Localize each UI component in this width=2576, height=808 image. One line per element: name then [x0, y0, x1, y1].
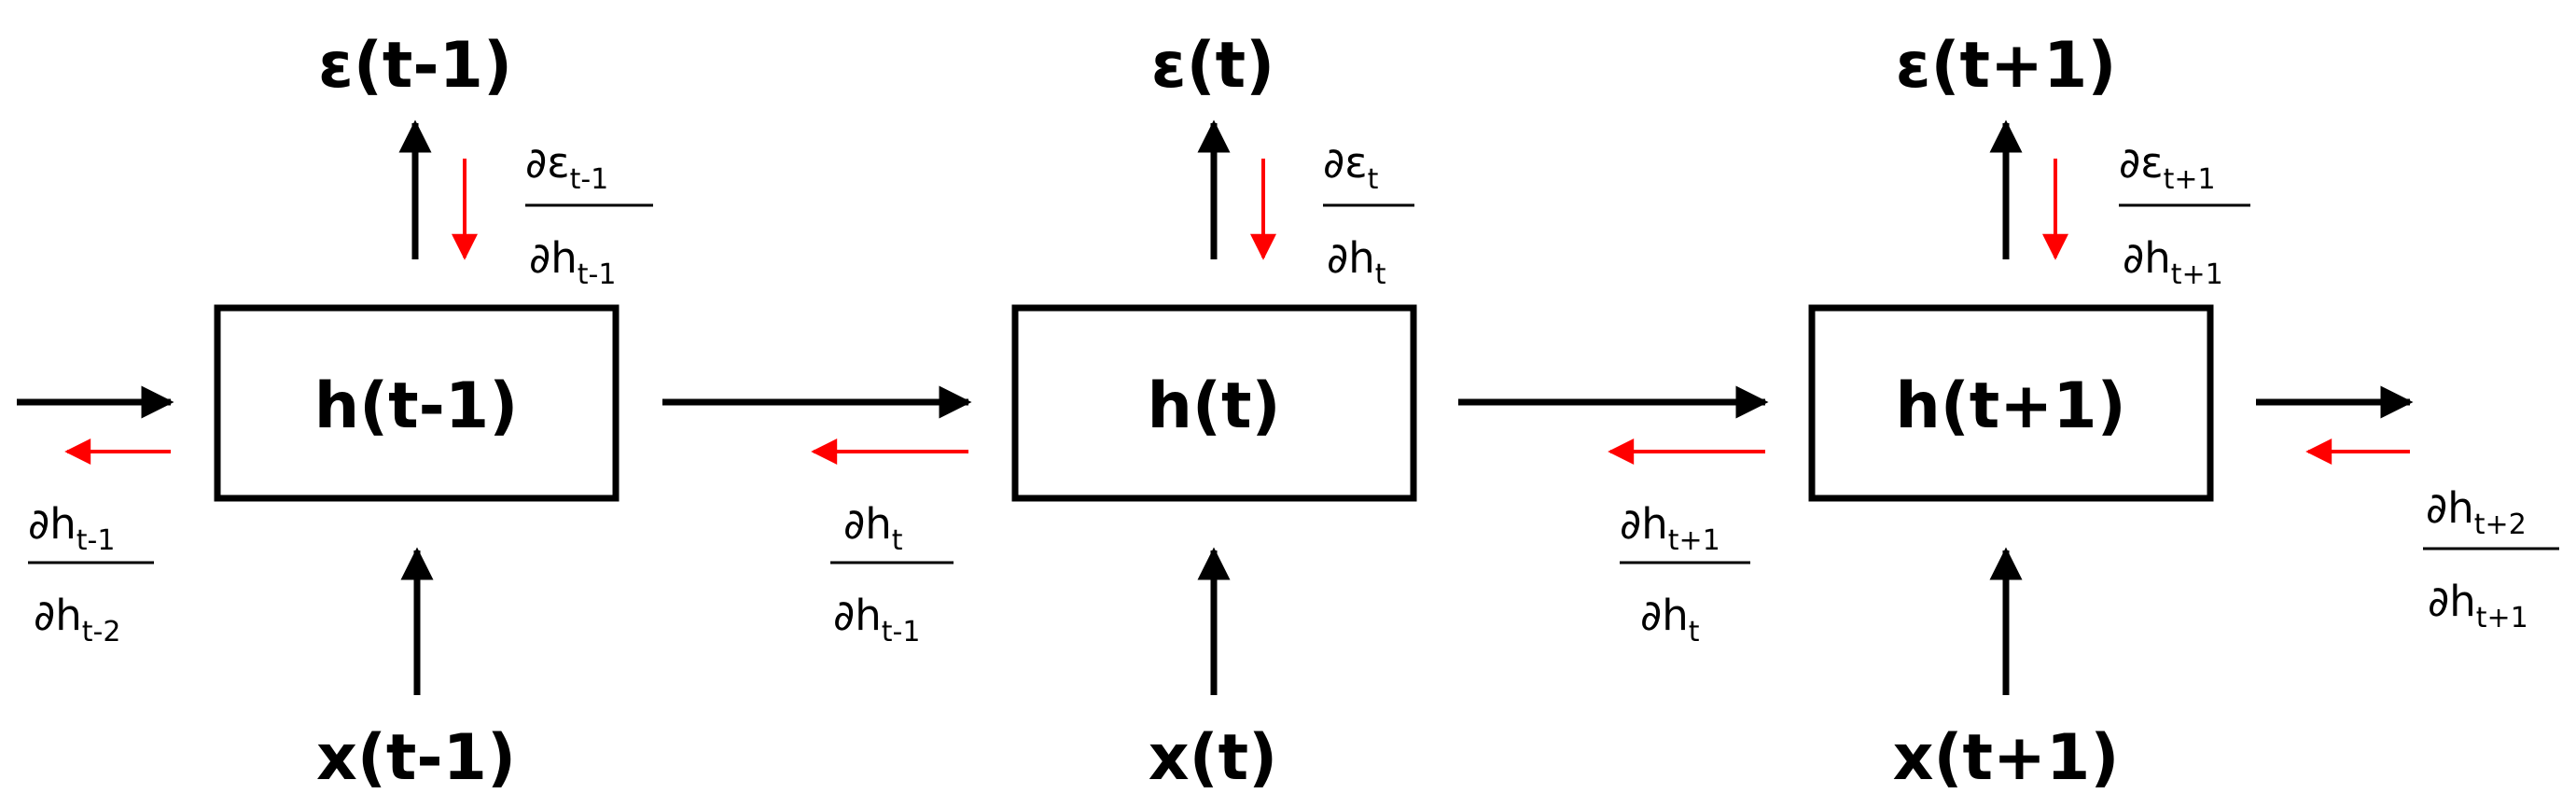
input-label-t-minus-1: x(t-1) — [316, 721, 516, 795]
hidden-state-box-t-plus-1 — [1808, 304, 2214, 502]
error-grad-num-sub: t-1 — [570, 163, 609, 196]
svg-text:∂ht-1: ∂ht-1 — [28, 499, 115, 557]
error-gradient-fraction-t: ∂εt ∂ht — [1323, 138, 1414, 291]
chain-grad-num: ∂h — [2426, 483, 2474, 533]
chain-grad-num: ∂h — [28, 499, 77, 549]
hidden-state-label-t-minus-1: h(t-1) — [314, 369, 519, 443]
svg-text:∂ht-1: ∂ht-1 — [833, 591, 920, 648]
timestep-t: ε(t) ∂εt ∂ht h(t) x(t) — [1011, 29, 1417, 795]
error-grad-den: ∂h — [529, 233, 578, 283]
chain-grad-den: ∂h — [833, 591, 882, 640]
svg-text:∂ht-1: ∂ht-1 — [529, 233, 616, 291]
svg-text:∂ht: ∂ht — [1640, 591, 1700, 648]
chain-grad-den-sub: t+1 — [2476, 602, 2528, 634]
chain-grad-num-sub: t-1 — [77, 524, 116, 557]
hidden-state-label-t: h(t) — [1147, 369, 1280, 443]
svg-text:∂ht-2: ∂ht-2 — [34, 591, 120, 648]
error-grad-num: ∂ε — [2119, 138, 2164, 188]
hidden-state-box-t — [1011, 304, 1417, 502]
chain-grad-num: ∂h — [1620, 499, 1668, 549]
svg-text:∂ht+1: ∂ht+1 — [2123, 233, 2223, 291]
error-gradient-fraction-t-plus-1: ∂εt+1 ∂ht+1 — [2119, 138, 2250, 291]
error-grad-num-sub: t — [1368, 163, 1379, 196]
error-grad-den-sub: t-1 — [578, 258, 617, 291]
error-grad-num: ∂ε — [525, 138, 570, 188]
error-label-t-minus-1: ε(t-1) — [318, 29, 512, 103]
hidden-state-label-t-plus-1: h(t+1) — [1895, 369, 2125, 443]
chain-grad-den: ∂h — [2428, 577, 2476, 626]
chain-grad-den-sub: t — [1689, 616, 1700, 648]
error-label-t-plus-1: ε(t+1) — [1896, 29, 2117, 103]
chain-grad-num-sub: t+1 — [1668, 524, 1720, 557]
hidden-state-box-t-minus-1 — [214, 304, 620, 502]
chain-grad-den: ∂h — [34, 591, 82, 640]
error-grad-num-sub: t+1 — [2164, 163, 2216, 196]
chain-grad-num-sub: t+2 — [2474, 508, 2527, 541]
error-grad-den: ∂h — [2123, 233, 2171, 283]
chain-grad-den: ∂h — [1640, 591, 1689, 640]
svg-text:∂ht+1: ∂ht+1 — [2428, 577, 2528, 634]
svg-text:∂ht+2: ∂ht+2 — [2426, 483, 2527, 541]
timestep-t-minus-1: ε(t-1) ∂εt-1 ∂ht-1 h(t-1) x(t-1) — [214, 29, 653, 795]
svg-text:∂εt: ∂εt — [1323, 138, 1379, 196]
chain-grad-den-sub: t-1 — [882, 616, 921, 648]
error-grad-den-sub: t — [1375, 258, 1386, 291]
chain-gradient-fraction-0: ∂ht-1 ∂ht-2 — [28, 499, 154, 648]
error-gradient-fraction-t-minus-1: ∂εt-1 ∂ht-1 — [525, 138, 653, 291]
svg-text:∂εt-1: ∂εt-1 — [525, 138, 608, 196]
chain-grad-num: ∂h — [843, 499, 892, 549]
svg-text:∂ht: ∂ht — [843, 499, 903, 557]
chain-grad-num-sub: t — [892, 524, 903, 557]
error-grad-den: ∂h — [1327, 233, 1375, 283]
chain-gradient-fraction-1: ∂ht ∂ht-1 — [830, 499, 954, 648]
error-grad-den-sub: t+1 — [2171, 258, 2223, 291]
svg-text:∂ht+1: ∂ht+1 — [1620, 499, 1720, 557]
chain-gradient-fraction-3: ∂ht+2 ∂ht+1 — [2423, 483, 2559, 634]
svg-text:∂ht: ∂ht — [1327, 233, 1386, 291]
timestep-t-plus-1: ε(t+1) ∂εt+1 ∂ht+1 h(t+1) x(t+1) — [1808, 29, 2250, 795]
input-label-t-plus-1: x(t+1) — [1893, 721, 2120, 795]
chain-grad-den-sub: t-2 — [82, 616, 121, 648]
svg-text:∂εt+1: ∂εt+1 — [2119, 138, 2216, 196]
input-label-t: x(t) — [1149, 721, 1278, 795]
error-grad-num: ∂ε — [1323, 138, 1368, 188]
chain-gradient-fraction-2: ∂ht+1 ∂ht — [1620, 499, 1750, 648]
error-label-t: ε(t) — [1151, 29, 1275, 103]
